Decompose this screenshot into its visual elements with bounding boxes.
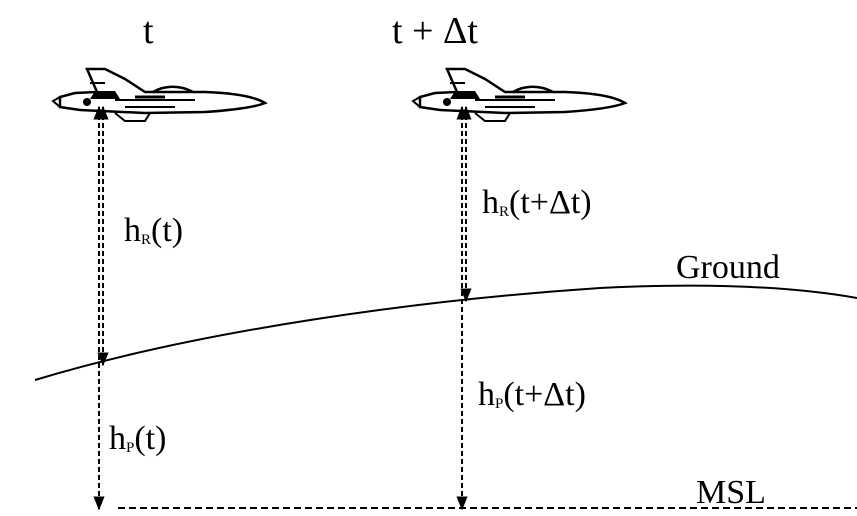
time-label-t: t [143,12,154,50]
ground-curve [35,286,857,380]
aircraft-at-t [53,69,265,121]
hr-t-label: hR(t) [124,214,183,248]
hp-t-label: hP(t) [109,422,166,456]
ground-label: Ground [676,251,780,285]
time-label-t-plus-dt: t + Δt [392,12,478,50]
aircraft-at-t-plus-dt [413,69,625,121]
msl-label: MSL [696,476,766,510]
hr-t-dt-label: hR(t+Δt) [482,186,592,220]
hp-t-dt-label: hP(t+Δt) [478,378,586,412]
